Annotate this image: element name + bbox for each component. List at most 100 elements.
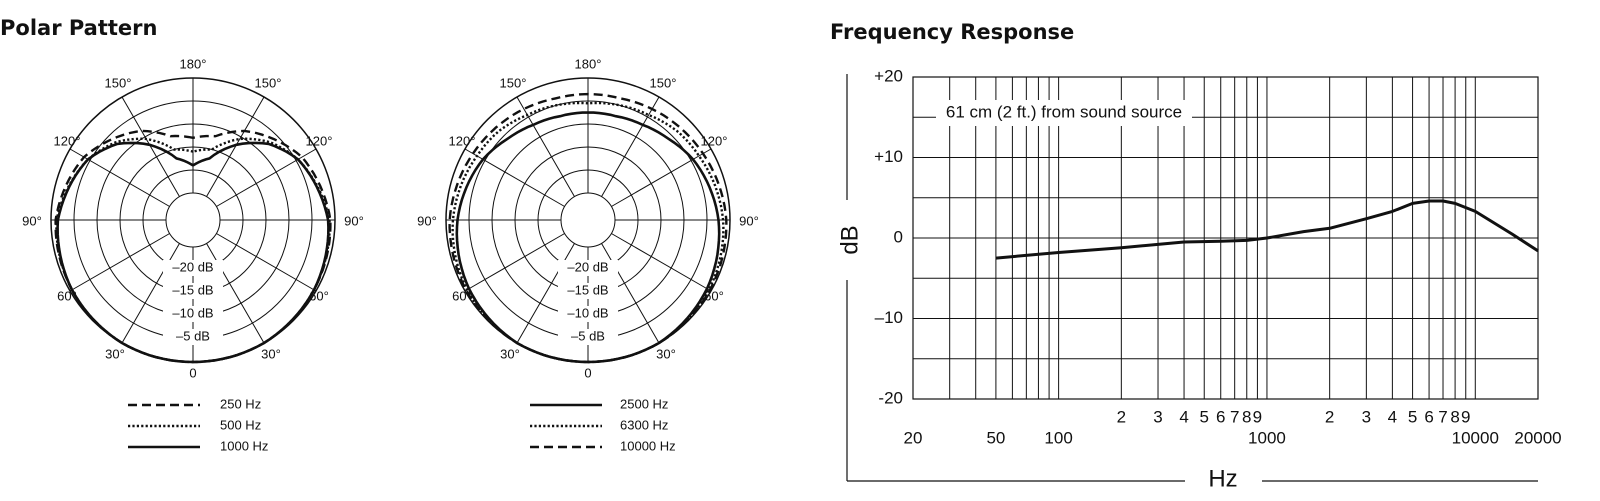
polar-spoke [464,148,565,207]
polar-spoke [69,233,170,292]
freq-x-tick-label: 5 [1200,407,1209,426]
freq-annotation: 61 cm (2 ft.) from sound source [946,102,1182,121]
ring-label-bg [558,283,618,299]
polar-series-curve [451,101,725,364]
polar-spoke [611,148,712,207]
polar-angle-label: 120° [54,133,81,148]
freq-x-tick-label: 6 [1216,407,1225,426]
polar-series-curve [56,141,330,364]
freq-y-tick-label: 0 [894,227,903,246]
freq-x-tick-label: 8 [1242,407,1251,426]
annotation-bg [936,100,1192,126]
freq-x-tick-label: 5 [1408,407,1417,426]
legend-label: 1000 Hz [220,438,268,453]
polar-angle-label: 90° [22,213,42,228]
polar-ring-label: –5 dB [571,328,605,343]
polar-angle-label: 90° [417,213,437,228]
polar-spoke [216,233,317,292]
freq-x-tick-label: 50 [986,428,1005,447]
freq-x-tick-label: 9 [1253,407,1262,426]
polar-angle-label: 120° [449,133,476,148]
polar-angle-label: 30° [105,346,125,361]
polar-angle-label: 180° [575,56,602,71]
freq-x-tick-label: 100 [1044,428,1072,447]
ring-label-bg [163,306,223,322]
polar-spoke [601,243,660,344]
polar-ring-label: –20 dB [567,259,608,274]
polar-spoke [601,96,660,197]
freq-y-tick-label: +20 [874,66,903,85]
ring-label-bg [558,306,618,322]
polar-spoke [206,96,265,197]
freq-x-tick-label: 1000 [1248,428,1286,447]
polar-angle-label: 90° [739,213,759,228]
freq-x-tick-label: 20 [904,428,923,447]
freq-y-axis-title: dB [836,225,863,254]
legend-label: 250 Hz [220,396,261,411]
polar-ring-label: –20 dB [172,259,213,274]
polar-angle-label: 150° [500,75,527,90]
legend-label: 10000 Hz [620,438,676,453]
polar-angle-label: 90° [344,213,364,228]
polar-ring-label: –15 dB [567,282,608,297]
polar-spoke [516,243,575,344]
polar-ring-label: –10 dB [172,305,213,320]
freq-x-tick-label: 9 [1461,407,1470,426]
polar-angle-label: 30° [500,346,520,361]
ring-label-bg [558,329,618,345]
polar-ring-label: –5 dB [176,328,210,343]
polar-ring [165,192,221,248]
freq-y-tick-label: –10 [875,308,903,327]
polar-spoke [206,243,265,344]
freq-x-tick-label: 4 [1179,407,1188,426]
polar-pattern-title: Polar Pattern [0,16,158,40]
polar-spoke [121,243,180,344]
freq-x-tick-label: 2 [1117,407,1126,426]
polar-angle-label: 0 [189,365,196,380]
polar-angle-label: 30° [261,346,281,361]
polar-angle-label: 0 [584,365,591,380]
polar-angle-label: 120° [701,133,728,148]
polar-angle-label: 150° [255,75,282,90]
freq-frame [912,76,1539,400]
freq-y-tick-label: +10 [874,147,903,166]
freq-x-tick-label: 7 [1438,407,1447,426]
ring-label-bg [163,283,223,299]
ring-label-bg [163,260,223,276]
freq-x-tick-label: 2 [1325,407,1334,426]
polar-angle-label: 60° [704,288,724,303]
ring-label-bg [163,329,223,345]
freq-x-tick-label: 3 [1153,407,1162,426]
polar-series-curve [448,92,728,364]
polar-spoke [216,148,317,207]
polar-ring-label: –15 dB [172,282,213,297]
freq-x-tick-label: 8 [1450,407,1459,426]
polar-spoke [121,96,180,197]
polar-angle-label: 180° [180,56,207,71]
freq-x-tick-label: 20000 [1514,428,1561,447]
legend-label: 500 Hz [220,417,261,432]
legend-label: 2500 Hz [620,396,668,411]
polar-spoke [611,233,712,292]
polar-angle-label: 150° [650,75,677,90]
freq-response-curve [995,199,1539,260]
freq-x-tick-label: 7 [1230,407,1239,426]
frequency-response-title: Frequency Response [830,20,1075,44]
polar-ring-label: –10 dB [567,305,608,320]
ring-label-bg [558,260,618,276]
polar-spoke [69,148,170,207]
polar-spoke [516,96,575,197]
freq-y-tick-label: -20 [878,388,903,407]
freq-x-tick-label: 3 [1362,407,1371,426]
freq-x-tick-label: 4 [1388,407,1397,426]
polar-spoke [464,233,565,292]
polar-angle-label: 150° [105,75,132,90]
freq-x-tick-label: 6 [1424,407,1433,426]
freq-x-axis-title: Hz [1208,465,1237,492]
polar-angle-label: 30° [656,346,676,361]
freq-x-tick-label: 10000 [1452,428,1499,447]
polar-angle-label: 120° [306,133,333,148]
polar-ring [560,192,616,248]
legend-label: 6300 Hz [620,417,668,432]
